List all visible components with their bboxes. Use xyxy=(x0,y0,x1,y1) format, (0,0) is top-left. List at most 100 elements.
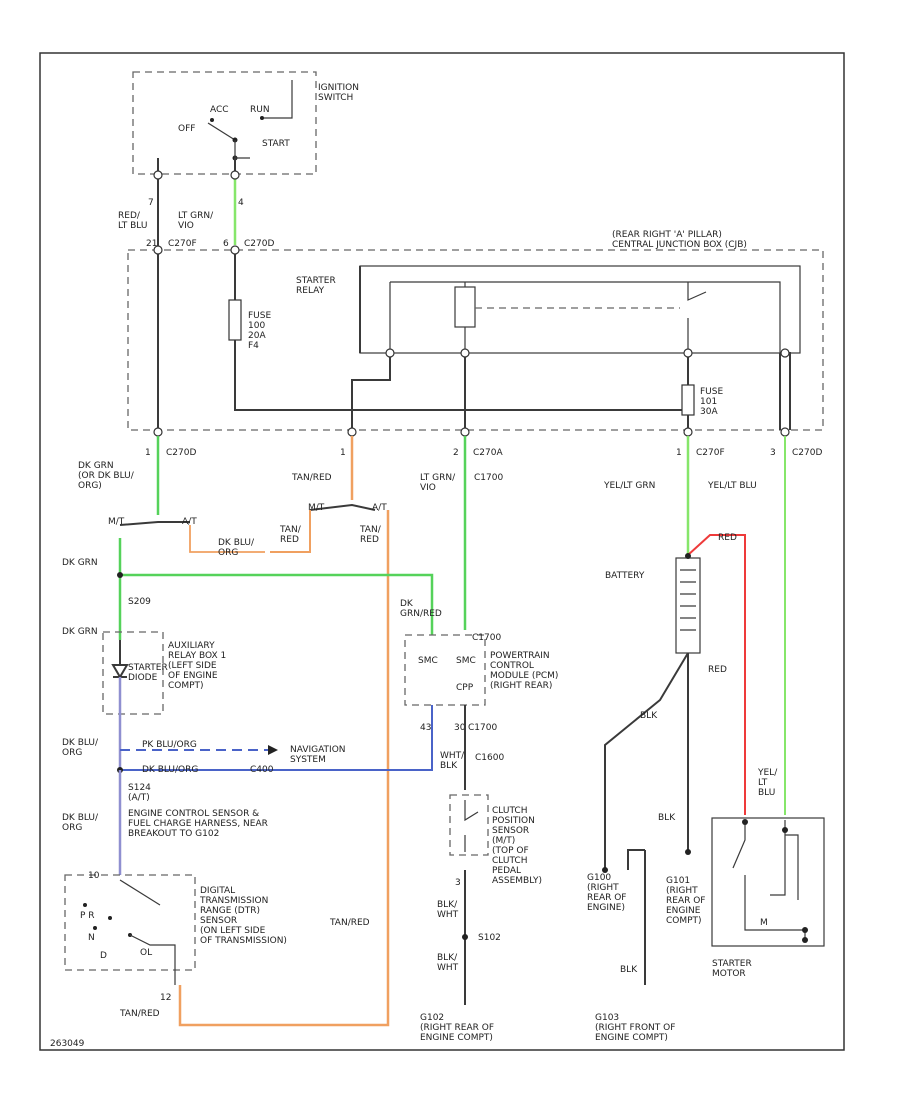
label-line: RED xyxy=(360,535,379,545)
label-s102: S102 xyxy=(478,933,501,943)
label-line: DK GRN xyxy=(78,461,114,471)
label-red: RED xyxy=(718,533,737,543)
label-line: DK BLU/ xyxy=(62,813,99,823)
central-junction-box xyxy=(127,249,824,431)
label-line: (RIGHT xyxy=(587,883,619,893)
label-line: (M/T) xyxy=(492,836,515,846)
label-line: RELAY BOX 1 xyxy=(168,651,226,661)
label-c270d: C270D xyxy=(244,239,274,249)
label-dk-grn2: DK GRN xyxy=(62,627,98,637)
label-w-pk-blu-org: PK BLU/ORG xyxy=(142,740,197,750)
fuse-f4 xyxy=(228,299,242,341)
label-line: (ON LEFT SIDE xyxy=(200,926,266,936)
label-line: FUSE xyxy=(248,311,271,321)
label-line: SWITCH xyxy=(318,93,353,103)
label-pin43: 43 xyxy=(420,723,431,733)
label-line: ORG xyxy=(62,748,82,758)
label-line: SENSOR xyxy=(200,916,237,926)
label-line: DIODE xyxy=(128,673,158,683)
battery-cells xyxy=(680,569,696,631)
label-dk-blu-org-b: DK BLU/ORG xyxy=(142,765,198,775)
label-line: YEL/ xyxy=(757,768,778,778)
label-c1700: C1700 xyxy=(474,473,503,483)
label-wht-blk: WHT/BLK xyxy=(440,751,465,771)
label-pin2: 2 xyxy=(453,448,459,458)
label-wire-ltgrn-vio2: LT GRN/VIO xyxy=(420,473,456,493)
label-line: COMPT) xyxy=(168,681,204,691)
label-pin7: 7 xyxy=(148,198,154,208)
label-c270d-c: C270D xyxy=(792,448,822,458)
label-line: LT GRN/ xyxy=(178,211,214,221)
label-line: 30A xyxy=(700,407,718,417)
label-line: BLK/ xyxy=(437,953,458,963)
label-m: M xyxy=(760,918,768,928)
label-mt2: M/T xyxy=(308,503,325,513)
label-line: (A/T) xyxy=(128,793,150,803)
label-line: GRN/RED xyxy=(400,609,442,619)
label-line: G101 xyxy=(666,876,690,886)
label-pin21: 21 xyxy=(146,239,157,249)
label-line: AUXILIARY xyxy=(168,641,215,651)
label-line: VIO xyxy=(178,221,194,231)
label-c270d-b: C270D xyxy=(166,448,196,458)
label-line: 101 xyxy=(700,397,717,407)
ignition-switch-box xyxy=(132,71,317,175)
label-tan-red2: TAN/RED xyxy=(279,525,302,545)
label-line: (REAR RIGHT 'A' PILLAR) xyxy=(612,230,722,240)
label-line: TRANSMISSION xyxy=(199,896,268,906)
label-c1700c: C1700 xyxy=(468,723,497,733)
label-acc: ACC xyxy=(210,105,229,115)
label-blk1: BLK xyxy=(640,711,658,721)
label-ol: OL xyxy=(140,948,152,958)
label-at1: A/T xyxy=(182,517,197,527)
label-line: 20A xyxy=(248,331,266,341)
label-c270f: C270F xyxy=(168,239,197,249)
label-blk3: BLK xyxy=(620,965,638,975)
label-blk-wht2: BLK/WHT xyxy=(437,953,459,973)
label-line: STARTER xyxy=(128,663,168,673)
label-c1600: C1600 xyxy=(475,753,504,763)
label-pin3: 3 xyxy=(770,448,776,458)
label-line: WHT xyxy=(437,963,459,973)
label-tan-red4: TAN/RED xyxy=(119,1009,160,1019)
label-line: ASSEMBLY) xyxy=(492,876,542,886)
label-line: (RIGHT FRONT OF xyxy=(595,1023,675,1033)
label-line: LT GRN/ xyxy=(420,473,456,483)
label-line: TAN/ xyxy=(359,525,382,535)
label-mt1: M/T xyxy=(108,517,125,527)
label-line: CONTROL xyxy=(490,661,534,671)
label-line: NAVIGATION xyxy=(290,745,346,755)
label-line: BLK xyxy=(440,761,458,771)
label-line: RED xyxy=(280,535,299,545)
label-c400: C400 xyxy=(250,765,274,775)
label-line: F4 xyxy=(248,341,259,351)
label-c270f-b: C270F xyxy=(696,448,725,458)
label-harness-note: ENGINE CONTROL SENSOR &FUEL CHARGE HARNE… xyxy=(128,809,268,839)
label-dkblu-org: DK BLU/ORG xyxy=(218,538,255,558)
label-at2: A/T xyxy=(372,503,387,513)
label-dk-grn: DK GRN xyxy=(62,558,98,568)
label-line: VIO xyxy=(420,483,436,493)
label-line: DK xyxy=(400,599,414,609)
label-red2: RED xyxy=(708,665,727,675)
label-line: S124 xyxy=(128,783,151,793)
label-line: DK BLU/ xyxy=(62,738,99,748)
label-line: (RIGHT xyxy=(666,886,698,896)
label-line: MOTOR xyxy=(712,969,746,979)
label-line: ENGINE) xyxy=(587,903,625,913)
label-line: RANGE (DTR) xyxy=(200,906,260,916)
label-line: G100 xyxy=(587,873,611,883)
label-pr: P R xyxy=(80,911,95,921)
label-line: RELAY xyxy=(296,286,325,296)
